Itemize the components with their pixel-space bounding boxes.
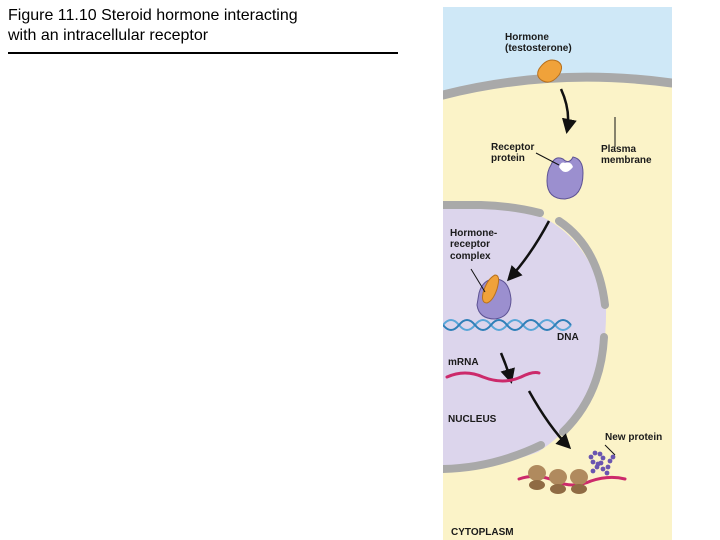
new-protein-chain <box>588 450 616 476</box>
hormone-molecule <box>537 59 563 83</box>
label-nucleus: NUCLEUS <box>448 414 497 425</box>
new-protein-leader-line <box>604 444 616 456</box>
label-hormone-hyphen: Hormone- <box>450 228 497 239</box>
label-receptor-word: receptor <box>450 239 490 250</box>
nuclear-envelope-segment <box>559 333 608 436</box>
label-dna: DNA <box>557 332 579 343</box>
label-receptor: Receptor <box>491 142 534 153</box>
bound-hormone <box>482 274 500 304</box>
steroid-hormone-diagram: Hormone (testosterone) Receptor protein … <box>443 7 672 540</box>
dna-helix <box>443 319 572 331</box>
arrow-hormone-to-receptor <box>559 88 577 134</box>
label-testosterone: (testosterone) <box>505 43 572 54</box>
label-hormone: Hormone <box>505 32 549 43</box>
label-protein: protein <box>491 153 525 164</box>
caption-line-2: with an intracellular receptor <box>8 27 209 44</box>
nuclear-envelope-segment <box>443 201 544 217</box>
receptor-leader-line <box>535 152 560 166</box>
figure-caption: Figure 11.10 Steroid hormone interacting… <box>8 6 400 46</box>
label-mrna: mRNA <box>448 357 479 368</box>
ribosome <box>570 469 588 494</box>
label-new-protein: New protein <box>605 432 662 443</box>
arrow-complex-to-mrna <box>499 352 515 384</box>
mrna-strand <box>445 371 541 383</box>
caption-line-1: Figure 11.10 Steroid hormone interacting <box>8 7 298 24</box>
label-membrane: membrane <box>601 155 652 166</box>
caption-underline <box>8 52 398 54</box>
label-complex: complex <box>450 251 491 262</box>
ribosome <box>549 469 567 494</box>
nuclear-envelope-segment <box>443 441 545 473</box>
nucleus-region <box>443 203 607 469</box>
receptor-protein <box>546 156 584 200</box>
arrow-receptor-to-complex <box>506 220 551 282</box>
arrow-mrna-to-cytoplasm <box>527 390 572 450</box>
nuclear-envelope-segment <box>555 217 609 309</box>
label-plasma: Plasma <box>601 144 636 155</box>
ribosome <box>528 465 546 490</box>
diagram-svg: Hormone (testosterone) Receptor protein … <box>443 7 672 540</box>
label-cytoplasm: CYTOPLASM <box>451 527 514 538</box>
complex-leader-line <box>470 268 486 293</box>
receptor-binding-site <box>559 162 573 172</box>
